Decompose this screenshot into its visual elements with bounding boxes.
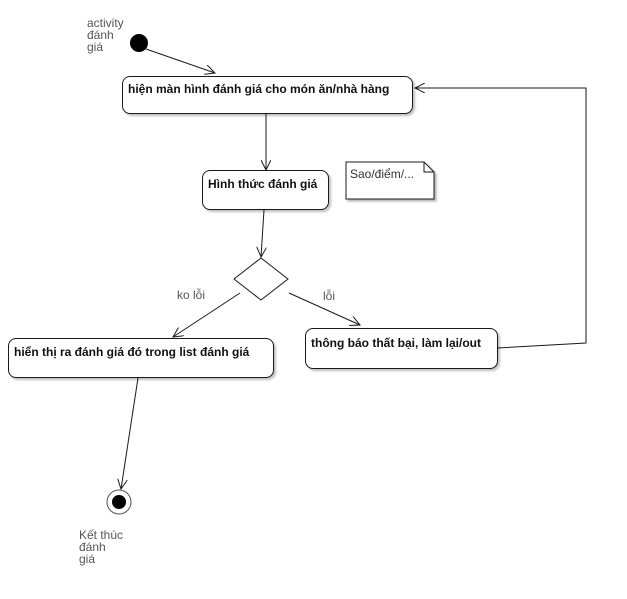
action-label: hiện màn hình đánh giá cho món ăn/nhà hà… <box>128 82 390 96</box>
initial-node <box>130 34 148 52</box>
edge-show-in-list-to-end <box>121 377 139 489</box>
end-label-line: Kết thúc <box>79 528 124 542</box>
decision-node <box>233 257 289 301</box>
action-show-in-list[interactable]: hiển thị ra đánh giá đó trong list đánh … <box>8 338 274 378</box>
end-label-line: giá <box>79 552 96 566</box>
action-label: thông báo thất bại, làm lại/out <box>311 336 481 350</box>
note-fold <box>423 162 434 173</box>
action-review-type[interactable]: Hình thức đánh giá <box>202 170 329 210</box>
action-show-review-screen[interactable]: hiện màn hình đánh giá cho món ăn/nhà hà… <box>122 76 413 114</box>
edge-decision-to-show-in-list <box>173 292 241 337</box>
note-text: Sao/điểm/... <box>350 167 415 181</box>
edge-decision-to-fail-notice <box>288 292 360 325</box>
action-fail-notice[interactable]: thông báo thất bại, làm lại/out <box>305 328 498 369</box>
guard-no-error: ko lỗi <box>177 288 206 302</box>
edge-fail-notice-loop-back <box>415 88 587 349</box>
end-label: Kết thúc đánh giá <box>79 529 123 565</box>
start-label-line: đánh <box>87 28 114 42</box>
start-label-line: activity <box>87 16 124 30</box>
end-label-line: đánh <box>79 540 106 554</box>
final-node-inner <box>112 495 126 509</box>
start-label: activity đánh giá <box>87 17 124 53</box>
action-label: hiển thị ra đánh giá đó trong list đánh … <box>14 345 250 359</box>
edge-start-to-show-screen <box>145 48 215 73</box>
guard-error: lỗi <box>323 289 336 303</box>
start-label-line: giá <box>87 40 104 54</box>
edge-review-type-to-decision <box>261 209 264 257</box>
action-label: Hình thức đánh giá <box>208 177 318 191</box>
note-shape <box>345 161 435 200</box>
